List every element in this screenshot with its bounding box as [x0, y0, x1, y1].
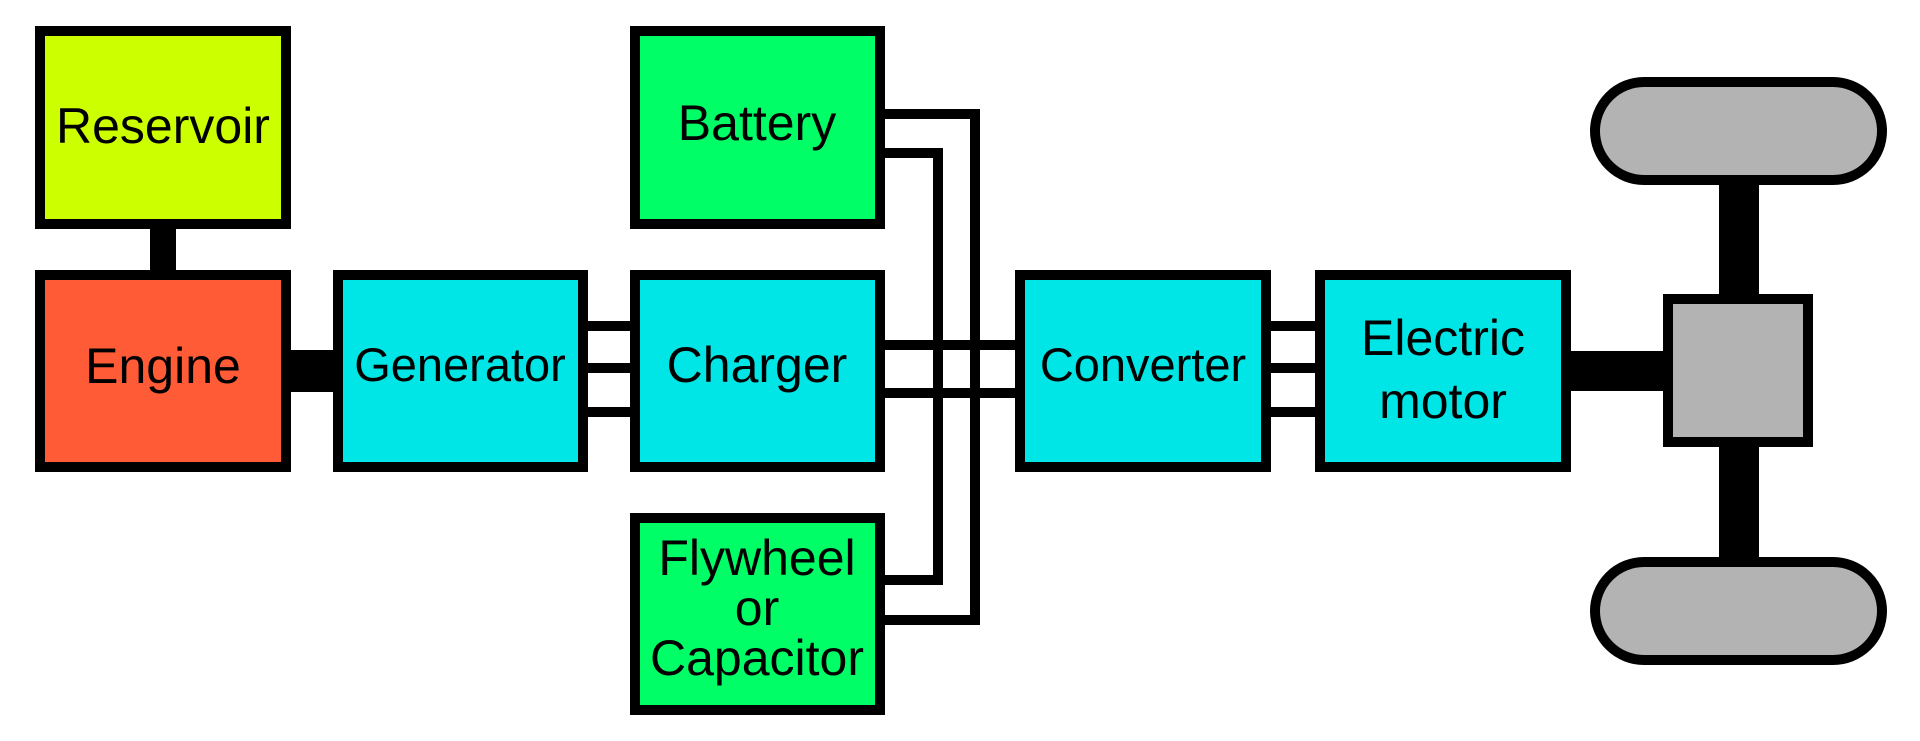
reservoir-box — [35, 26, 291, 229]
engine-label: Engine — [85, 338, 241, 394]
flywheel-label-line1: Flywheel — [658, 530, 855, 586]
battery-box — [630, 26, 885, 229]
charger-box — [630, 270, 885, 472]
charger-block: Charger — [630, 270, 885, 472]
charger-converter-cables — [880, 340, 1020, 398]
reservoir-label: Reservoir — [56, 98, 270, 154]
battery-cables — [880, 109, 980, 625]
engine-generator-shaft — [284, 350, 342, 392]
converter-block: Converter — [1015, 270, 1271, 472]
flywheel-capacitor-block: Flywheel or Capacitor — [630, 513, 885, 715]
engine-box — [35, 270, 291, 472]
motor-box — [1315, 270, 1571, 472]
front-wheel — [1590, 77, 1887, 185]
flywheel-label-line3: Capacitor — [650, 630, 864, 686]
generator-block: Generator — [333, 270, 588, 472]
generator-box — [333, 270, 588, 472]
reservoir-block: Reservoir — [35, 26, 291, 229]
charger-label: Charger — [667, 337, 848, 393]
converter-motor-cables — [1266, 321, 1320, 417]
differential-box — [1663, 294, 1813, 447]
battery-label: Battery — [678, 95, 836, 151]
rear-axle — [1719, 440, 1759, 570]
rear-wheel — [1590, 557, 1887, 665]
motor-differential-shaft — [1563, 351, 1670, 391]
engine-block: Engine — [35, 270, 291, 472]
flywheel-cables — [880, 148, 943, 585]
generator-label: Generator — [354, 338, 566, 391]
converter-box — [1015, 270, 1271, 472]
motor-label-line1: Electric — [1361, 310, 1525, 366]
electric-motor-block: Electric motor — [1315, 270, 1571, 472]
battery-block: Battery — [630, 26, 885, 229]
converter-label: Converter — [1040, 338, 1246, 391]
motor-label-line2: motor — [1379, 373, 1507, 429]
generator-charger-cables — [583, 321, 635, 417]
front-axle — [1719, 175, 1759, 300]
flywheel-box — [630, 513, 885, 715]
flywheel-label-line2: or — [735, 580, 779, 636]
